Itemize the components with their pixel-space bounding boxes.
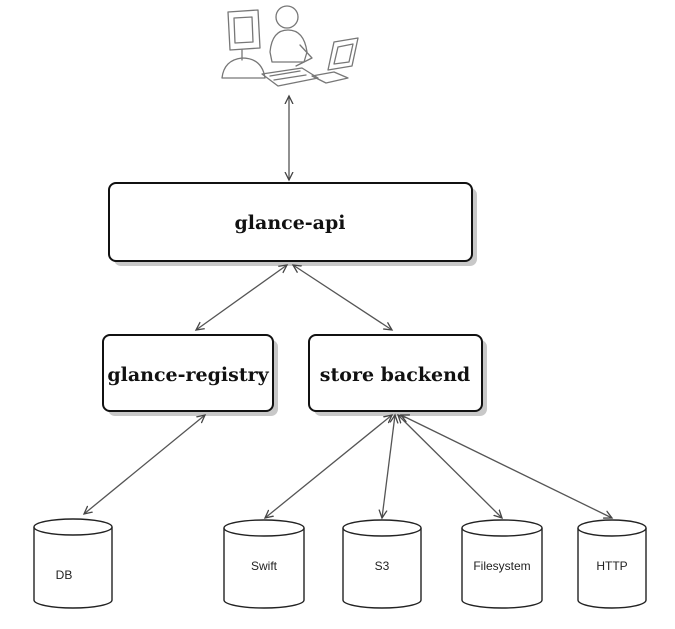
store-http-arrow [401, 415, 612, 518]
http-label: HTTP [596, 559, 627, 573]
swift-label: Swift [251, 559, 278, 573]
registry-db-arrow [84, 415, 205, 514]
api-registry-arrow [196, 265, 287, 330]
s3-label: S3 [375, 559, 390, 573]
http-cylinder: HTTP [577, 519, 647, 609]
api-store-arrow [293, 265, 392, 330]
store-backend-label: store backend [320, 364, 470, 386]
store-s3-arrow [382, 415, 395, 518]
store-backend-node: store backend [308, 334, 487, 416]
filesystem-cylinder: Filesystem [461, 519, 543, 609]
store-swift-arrow [265, 415, 392, 518]
glance-api-label: glance-api [235, 212, 346, 234]
user-at-computer-icon [221, 5, 359, 87]
db-label: DB [56, 568, 73, 582]
filesystem-label: Filesystem [473, 559, 530, 573]
store-filesystem-arrow [398, 415, 502, 518]
s3-cylinder: S3 [342, 519, 422, 609]
swift-cylinder: Swift [223, 519, 305, 609]
glance-registry-label: glance-registry [107, 364, 269, 386]
db-cylinder: DB [33, 518, 113, 609]
glance-registry-node: glance-registry [102, 334, 278, 416]
glance-api-node: glance-api [108, 182, 477, 266]
